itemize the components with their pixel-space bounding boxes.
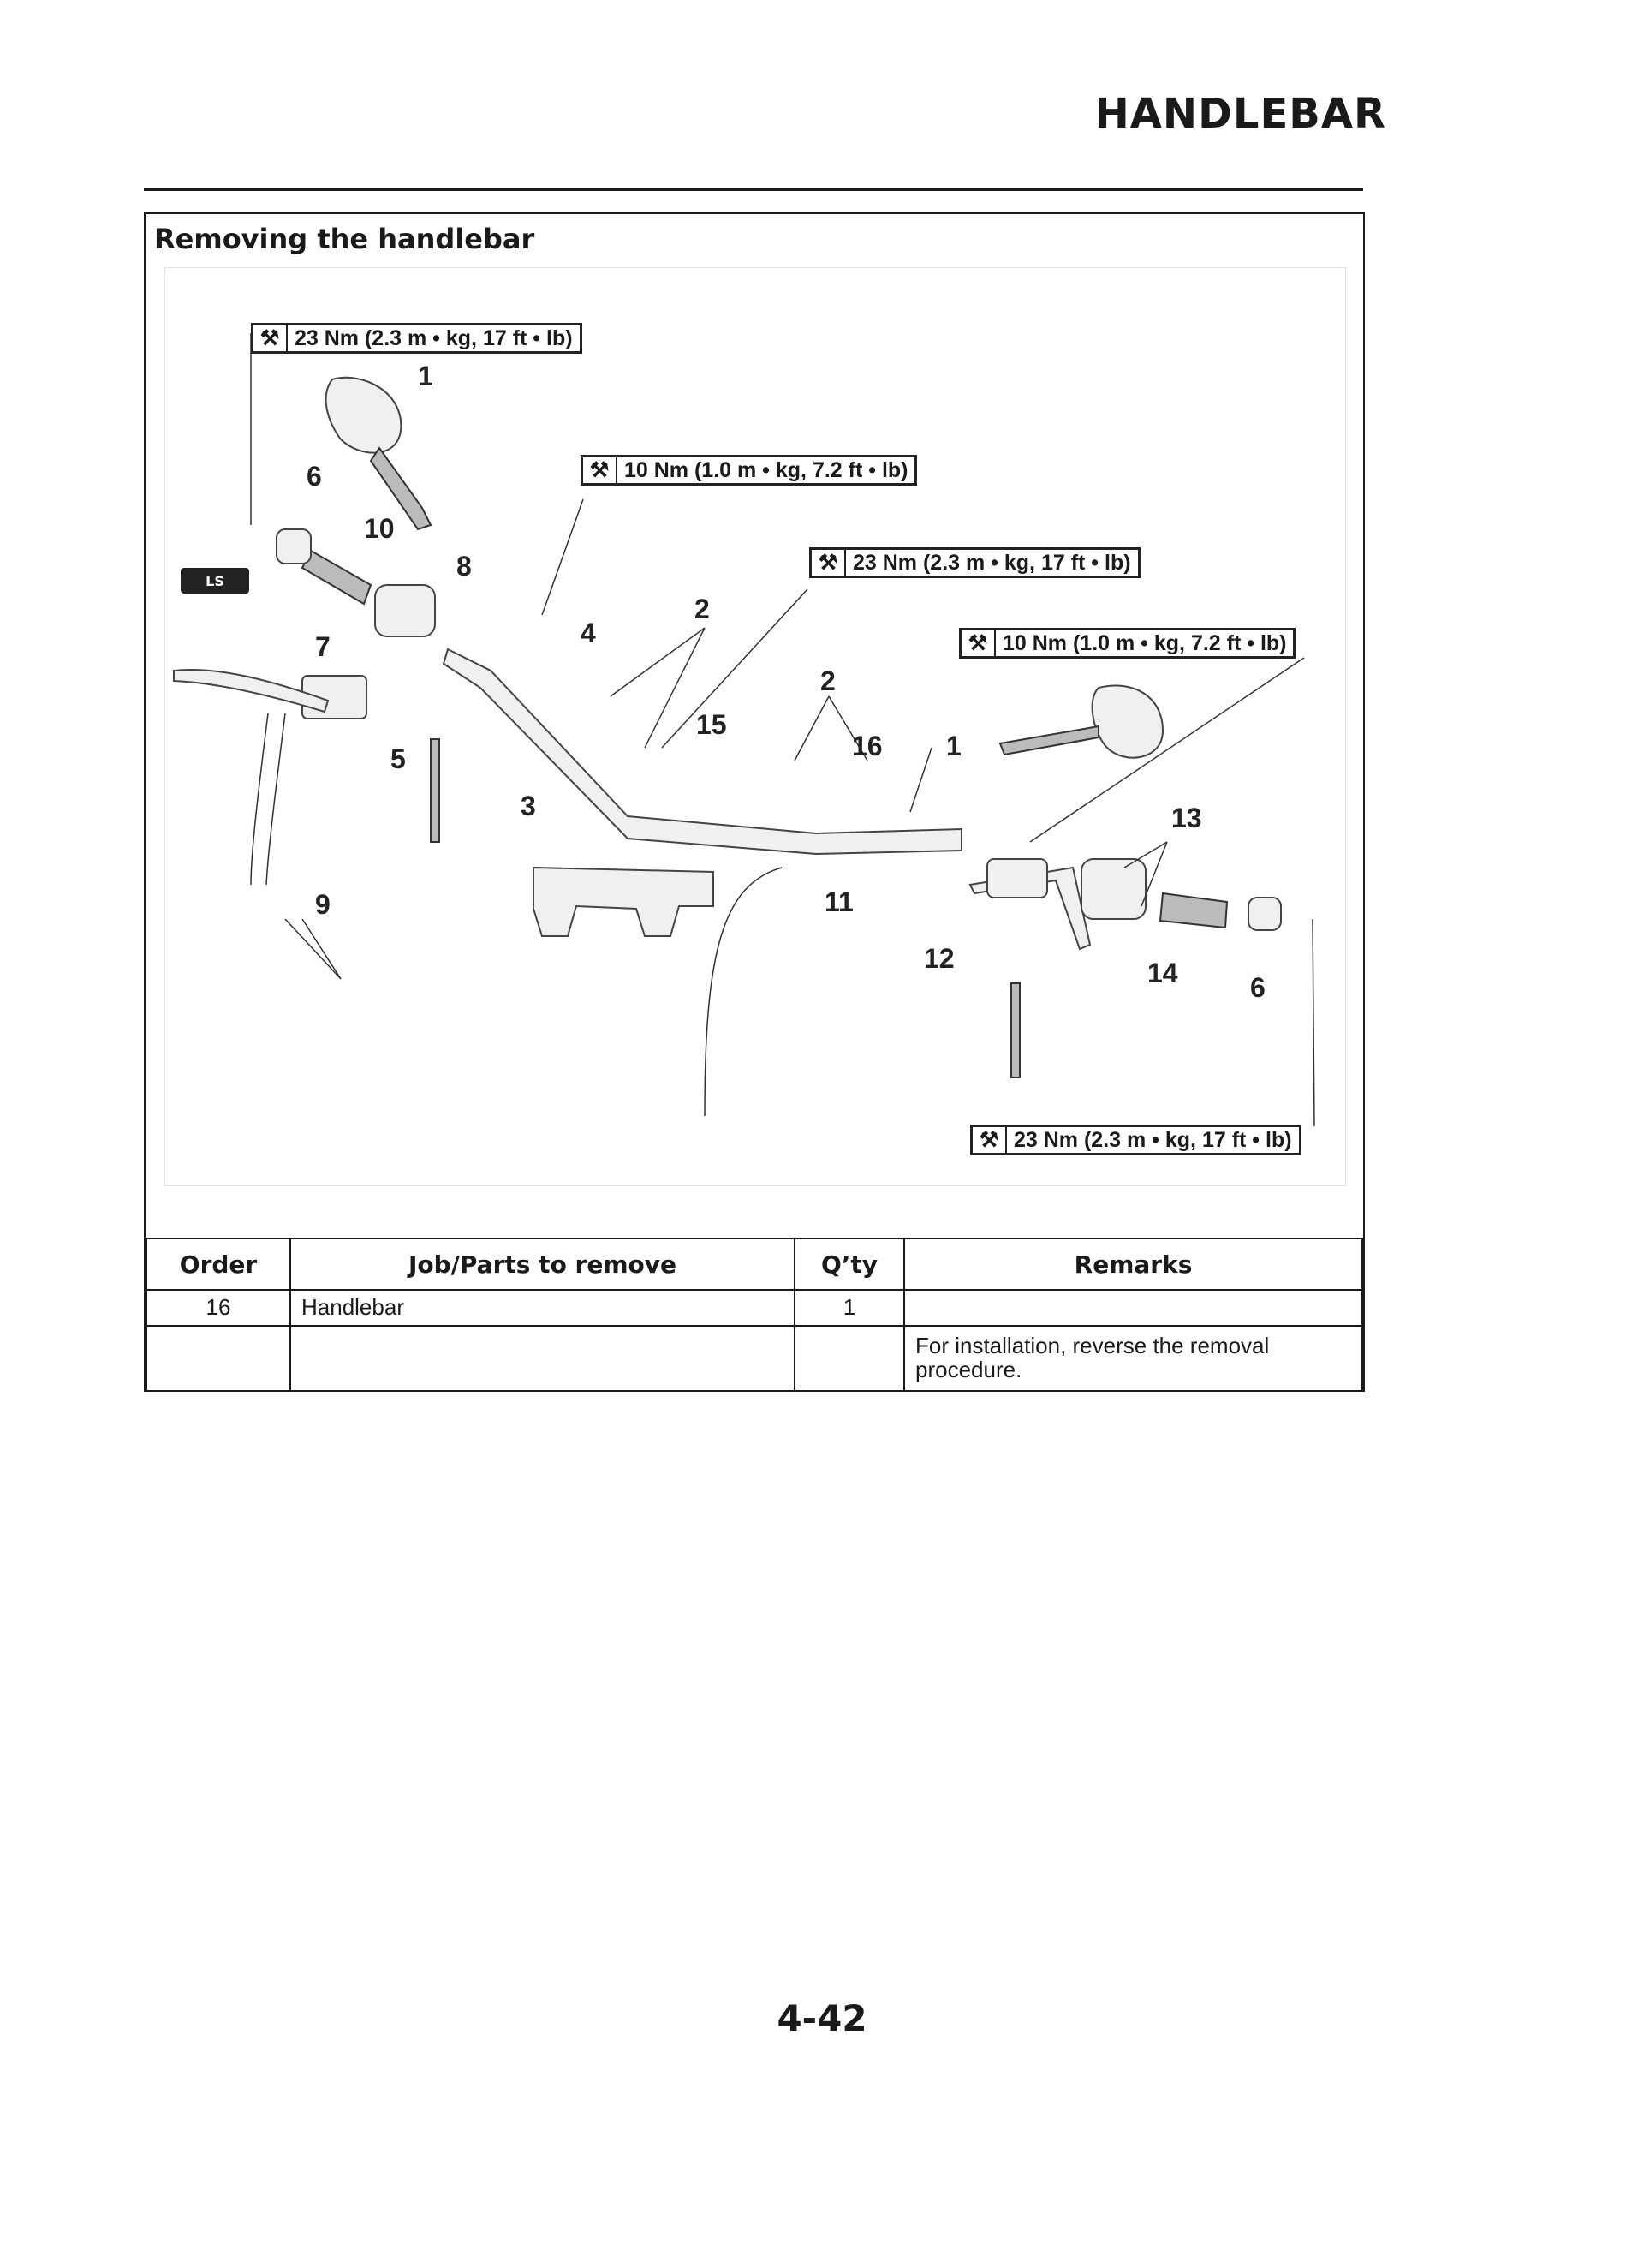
leader-line [301,918,342,980]
upper-bracket [533,866,714,937]
leader-line [1123,841,1168,868]
torque-spec: ⚒ 23 Nm (2.3 m • kg, 17 ft • lb) [809,547,1141,578]
front-brake-lever [173,669,330,713]
wrench-icon: ⚒ [962,630,996,656]
callout: 14 [1147,958,1178,988]
table-cell: Handlebar [289,1289,795,1327]
diagram-drawing [173,333,1315,1127]
callout: 1 [946,731,962,761]
throttle-grip [1159,892,1229,929]
table-cell: 16 [146,1289,291,1327]
torque-spec: ⚒ 10 Nm (1.0 m • kg, 7.2 ft • lb) [959,628,1296,659]
left-mirror-stem [369,446,432,531]
leader-line [794,695,830,761]
callout: 2 [694,594,710,624]
header-rule [144,188,1363,191]
callout: 2 [820,665,836,696]
wrench-icon: ⚒ [812,550,846,576]
callout: 5 [390,743,406,774]
callout: 11 [825,886,854,917]
column-header: Job/Parts to remove [289,1238,795,1291]
callout: 16 [852,731,883,761]
procedure-frame: Removing the handlebar [144,212,1365,1392]
column-header: Order [146,1238,291,1291]
leader-line [1141,841,1168,907]
callout: 9 [315,889,331,920]
table-cell: 1 [794,1289,905,1327]
callout: 12 [924,943,955,974]
left-mirror [325,376,402,454]
callout: 6 [307,461,322,492]
right-switch [1081,858,1147,920]
page-title: HANDLEBAR [1094,90,1386,138]
right-switch-lead [1010,982,1021,1078]
leader-line [1312,918,1315,1127]
left-grip [301,549,372,606]
table-cell [794,1325,905,1392]
leader-line [284,918,342,980]
leader-line [828,695,868,761]
handlebar-tube [442,648,962,856]
clutch-holder [986,858,1048,898]
callout: 3 [521,791,536,821]
table-cell [903,1289,1363,1327]
left-switch-lead [430,738,440,843]
parts-table: Order Job/Parts to remove Q’ty Remarks 1… [146,1238,1363,1392]
callout: 6 [1250,972,1266,1003]
leader-line [909,747,932,813]
wrench-icon: ⚒ [973,1127,1007,1153]
callout: 4 [581,618,596,648]
left-switch [374,584,436,637]
left-grip-end [276,528,312,564]
brake-hose-2 [265,713,286,886]
leader-line [610,627,706,697]
callout: 10 [364,513,395,544]
exploded-diagram: ⚒ 23 Nm (2.3 m • kg, 17 ft • lb) ⚒ 10 Nm… [164,267,1346,1186]
leader-line [661,588,808,749]
right-mirror-stem [998,725,1099,756]
throttle-cable [704,867,783,1117]
page-number: 4-42 [777,1997,867,2039]
column-header: Q’ty [794,1238,905,1291]
leader-line [644,627,706,749]
right-mirror [1091,684,1164,759]
column-header: Remarks [903,1238,1363,1291]
callout: 13 [1171,803,1202,833]
table-header-row: Order Job/Parts to remove Q’ty Remarks [146,1238,1363,1291]
callout: 8 [456,551,472,582]
table-cell: For installation, reverse the removal pr… [903,1325,1363,1392]
callout: 1 [418,361,433,391]
brake-hose-1 [250,713,269,886]
table-row: For installation, reverse the removal pr… [146,1325,1363,1392]
leader-line [1029,657,1305,843]
torque-spec: ⚒ 23 Nm (2.3 m • kg, 17 ft • lb) [970,1125,1302,1155]
torque-spec: ⚒ 10 Nm (1.0 m • kg, 7.2 ft • lb) [581,455,918,486]
table-cell [289,1325,795,1392]
leader-line [541,498,584,616]
right-grip-end [1248,897,1282,931]
wrench-icon: ⚒ [253,325,288,351]
table-row: 16 Handlebar 1 [146,1289,1363,1327]
callout: 7 [315,631,331,662]
wrench-icon: ⚒ [583,457,617,483]
section-title: Removing the handlebar [154,223,535,255]
ls-lubricant-mark: LS [181,568,249,594]
torque-spec: ⚒ 23 Nm (2.3 m • kg, 17 ft • lb) [251,323,582,354]
table-cell [146,1325,291,1392]
callout: 15 [696,709,727,740]
